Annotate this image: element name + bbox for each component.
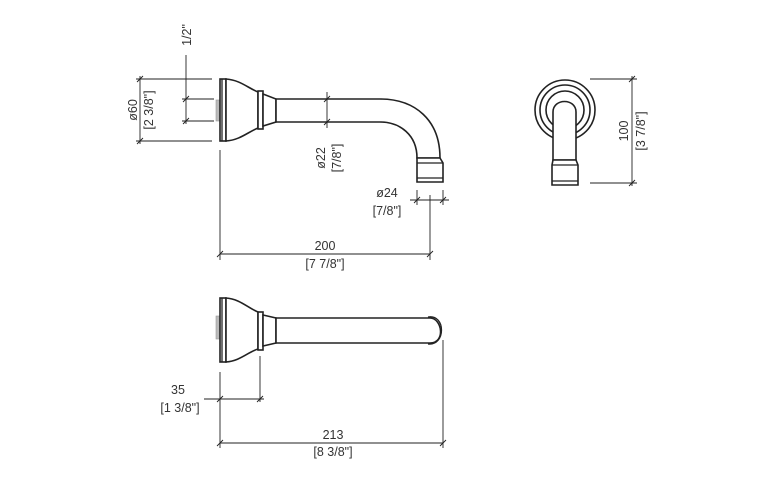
- outlet-diameter-mm: ø24: [376, 186, 398, 200]
- top-view-spout: [215, 297, 442, 363]
- height-inch: [3 7/8"]: [634, 111, 648, 150]
- side-pipe: [552, 100, 577, 161]
- front-view-labels: ø60 [2 3/8"] 1/2" ø22 [7/8"] ø24 [7/8"] …: [126, 24, 401, 271]
- spout-pipe: [275, 98, 441, 159]
- outlet-diameter-inch: [7/8"]: [373, 204, 402, 218]
- top-pipe: [275, 317, 442, 344]
- side-view-spout: [534, 79, 596, 186]
- wall-plate: [219, 78, 227, 142]
- side-view-dimensions: 100 [3 7/8"]: [590, 75, 648, 187]
- flange-depth-inch: [1 3/8"]: [160, 401, 199, 415]
- flange-diameter-mm: ø60: [126, 99, 140, 121]
- front-view-spout: [215, 78, 444, 183]
- flange: [225, 297, 259, 363]
- front-view-dimensions: [136, 55, 449, 260]
- overall-length-mm: 213: [323, 428, 344, 442]
- flange-diameter-inch: [2 3/8"]: [142, 90, 156, 129]
- flange: [225, 78, 259, 142]
- flange-depth-mm: 35: [171, 383, 185, 397]
- wall-plate: [219, 297, 227, 363]
- top-view-dimensions: 35 [1 3/8"] 213 [8 3/8"]: [160, 340, 447, 459]
- overall-length-inch: [8 3/8"]: [313, 445, 352, 459]
- pipe-diameter-inch: [7/8"]: [330, 144, 344, 173]
- thread-size: 1/2": [180, 24, 194, 46]
- pipe-diameter-mm: ø22: [314, 147, 328, 169]
- projection-inch: [7 7/8"]: [305, 257, 344, 271]
- projection-mm: 200: [315, 239, 336, 253]
- height-mm: 100: [617, 121, 631, 142]
